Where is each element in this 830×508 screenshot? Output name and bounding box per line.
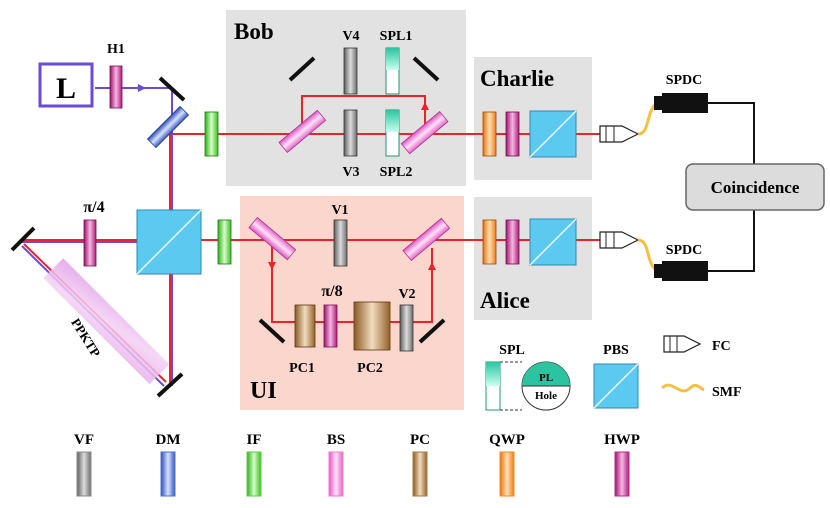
- legend-swatch-if: [246, 451, 262, 497]
- ui-title: UI: [250, 378, 277, 404]
- legend-label-if: IF: [247, 432, 262, 448]
- v1-label: V1: [331, 203, 348, 218]
- pc2: [353, 301, 391, 351]
- pi4-label: π/4: [83, 199, 104, 216]
- v2-label: V2: [398, 287, 415, 302]
- hwp-alice: [505, 219, 520, 265]
- mirror-ui-right: [418, 318, 446, 344]
- legend-label-qwp: QWP: [489, 432, 525, 448]
- legend-swatch-bs: [328, 451, 344, 497]
- spdc-bottom: [654, 261, 708, 281]
- beam-arrows: [268, 102, 436, 270]
- pc1-label: PC1: [289, 361, 315, 376]
- vf-v2: [399, 304, 414, 352]
- mirror-ui-left: [258, 318, 286, 344]
- legend-swatch-dm: [160, 451, 176, 497]
- ppktp-crystal: [43, 258, 170, 385]
- bs-bob-left: [278, 109, 327, 153]
- mirror-bob-right: [412, 56, 440, 82]
- vf-v1: [333, 219, 348, 267]
- v4-label: V4: [342, 29, 359, 44]
- qwp-alice: [482, 219, 497, 265]
- alice-title: Alice: [480, 288, 530, 313]
- legend-label-bs: BS: [327, 432, 345, 448]
- bob-title: Bob: [234, 19, 274, 44]
- pc2-label: PC2: [357, 361, 383, 376]
- vf-v4: [343, 47, 358, 95]
- coincidence-label: Coincidence: [711, 178, 800, 197]
- legend-pbs-title: PBS: [603, 343, 629, 358]
- coincidence-box: [685, 163, 825, 211]
- bs-ui-left: [248, 217, 297, 261]
- mirrors: [10, 56, 446, 398]
- mirror-left: [10, 226, 36, 252]
- bs-ui-right: [402, 217, 451, 261]
- legend-fc-label: FC: [712, 339, 731, 354]
- legend-spl-icon: [485, 361, 571, 411]
- dichroic-mirror: [146, 105, 190, 149]
- laser-label: L: [56, 72, 76, 105]
- pi8-label: π/8: [321, 283, 342, 300]
- legend-smf-icon: [660, 383, 705, 393]
- pump-arrow: [138, 84, 146, 92]
- fc-bottom: [599, 231, 640, 249]
- mirror-bottom: [156, 372, 184, 398]
- spdc-top-label: SPDC: [666, 73, 703, 88]
- legend-label-dm: DM: [156, 432, 181, 448]
- spl1-label: SPL1: [380, 29, 413, 44]
- legend-swatch-vf: [76, 451, 92, 497]
- hwp-pi4: [83, 219, 97, 267]
- cable-bottom: [708, 210, 755, 272]
- hwp-charlie: [505, 111, 520, 157]
- spdc-bottom-label: SPDC: [666, 243, 703, 258]
- pc1: [294, 304, 316, 348]
- if-filter-bottom: [217, 219, 232, 265]
- cable-top: [708, 102, 755, 164]
- v3-label: V3: [342, 165, 359, 180]
- legend-label-hwp: HWP: [604, 432, 640, 448]
- laser-box: [38, 62, 94, 108]
- legend-label-pc: PC: [410, 432, 430, 448]
- legend-spl-title: SPL: [499, 343, 525, 358]
- hwp-pi8: [323, 304, 338, 348]
- legend-swatch-hwp: [614, 451, 630, 497]
- legend-spl-pl: PL: [539, 372, 553, 384]
- legend-swatch-qwp: [499, 451, 515, 497]
- legend-swatch-pc: [412, 451, 428, 497]
- legend-spl-hole: Hole: [535, 390, 557, 402]
- component-legend: VF DM IF BS PC QWP HWP: [74, 432, 640, 497]
- legend-smf-label: SMF: [712, 385, 742, 400]
- vf-v3: [343, 109, 358, 157]
- if-filter-top: [204, 111, 219, 157]
- spdc-top: [654, 93, 708, 113]
- mirror-bob-left: [288, 56, 316, 82]
- spl2-label: SPL2: [380, 165, 413, 180]
- mirror-top-left: [158, 76, 186, 102]
- bs-bob-right: [400, 111, 449, 155]
- fc-top: [599, 125, 640, 143]
- charlie-title: Charlie: [480, 66, 554, 91]
- qwp-charlie: [482, 111, 497, 157]
- legend-fc-icon: [663, 335, 702, 353]
- legend-label-vf: VF: [74, 432, 94, 448]
- hwp-h1: [109, 65, 123, 109]
- h1-label: H1: [107, 42, 125, 57]
